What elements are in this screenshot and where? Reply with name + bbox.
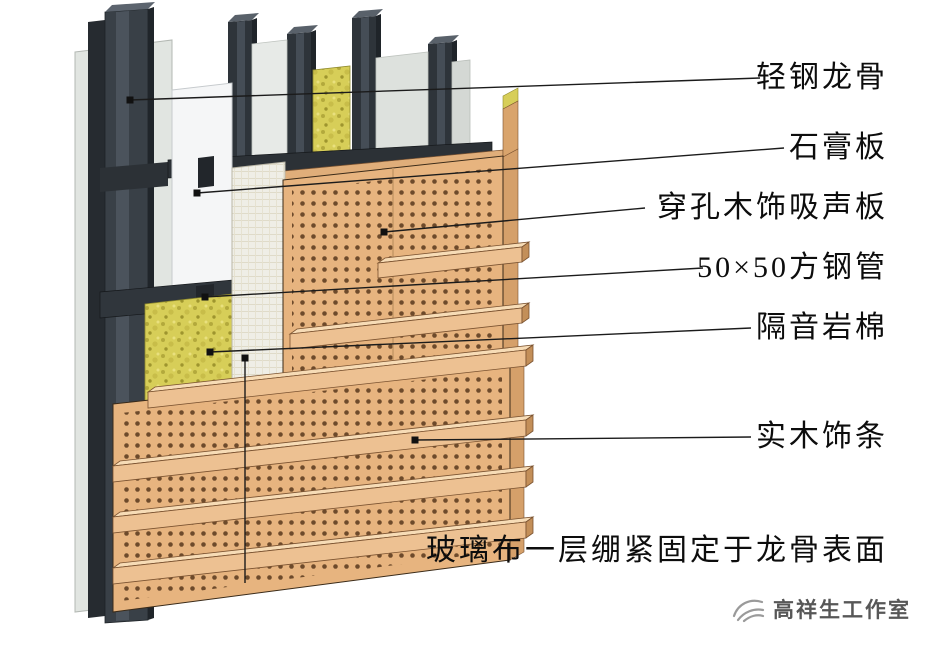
wood-strip	[111, 465, 535, 534]
leader-lines	[129, 77, 785, 583]
studio-name: 高祥生工作室	[773, 599, 911, 622]
wood-strip	[111, 414, 535, 483]
label-square-steel-tube: 50×50方钢管	[697, 251, 888, 284]
studio-watermark: 高祥生工作室	[730, 594, 911, 624]
label-gypsum-board: 石膏板	[789, 131, 888, 164]
label-solid-wood-trim: 实木饰条	[756, 420, 888, 453]
wood-trim-strips	[111, 241, 535, 585]
leader-dots	[126, 96, 419, 444]
label-light-steel-keel: 轻钢龙骨	[756, 61, 888, 94]
label-glass-cloth-note: 玻璃布一层绷紧固定于龙骨表面	[426, 534, 888, 567]
wood-strip	[146, 344, 535, 409]
label-sound-insulation-wool: 隔音岩棉	[756, 311, 888, 344]
wood-strip	[111, 516, 535, 585]
wood-strip	[376, 241, 531, 279]
studio-logo-icon	[732, 599, 765, 623]
label-perforated-wood-panel: 穿孔木饰吸声板	[657, 191, 888, 224]
wood-strip	[288, 302, 531, 350]
infill-sheets	[251, 39, 471, 176]
